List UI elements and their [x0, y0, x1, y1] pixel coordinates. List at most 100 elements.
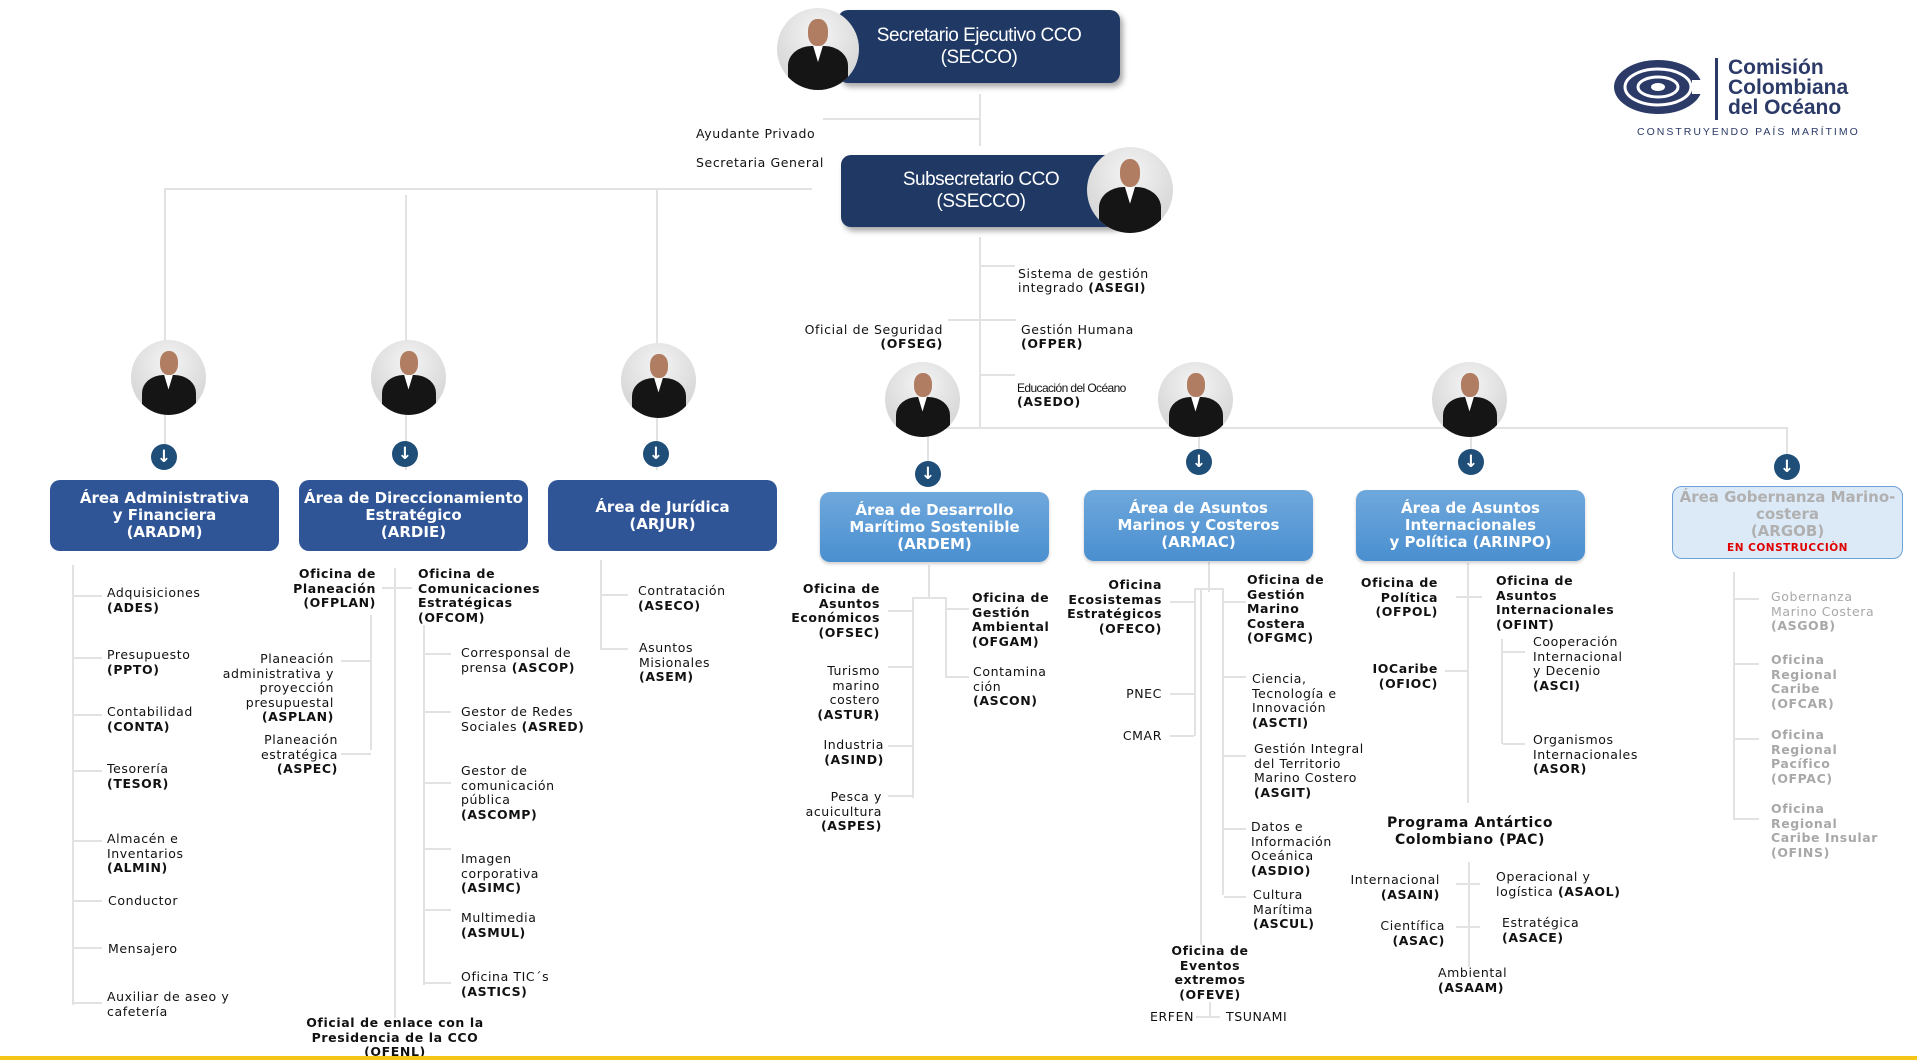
ofioc-code: (OFIOC) [1378, 675, 1438, 691]
office-ofeve[interactable]: Oficina de Eventos extremos (OFEVE) [1171, 943, 1249, 1002]
area-ardem[interactable]: Área de Desarrollo Marítimo Sostenible (… [820, 492, 1049, 562]
office-ofseg[interactable]: Oficial de Seguridad(OFSEG) [790, 308, 943, 352]
arinpo-arrow-down-icon[interactable]: ↓ [1458, 449, 1484, 475]
list-item[interactable]: Oficina Regional Caribe Insular (OFINS) [1771, 801, 1879, 860]
list-item[interactable]: ERFEN [1150, 1009, 1195, 1024]
office-asegi[interactable]: Sistema de gestión integrado (ASEGI) [1018, 252, 1149, 296]
item-code: (ALMIN) [107, 860, 168, 875]
ardie-arrow-down-icon[interactable]: ↓ [392, 441, 418, 467]
list-item[interactable]: Conductor [108, 893, 179, 909]
item-label: Oficina TIC´s [461, 969, 550, 984]
item-label: Planeación administrativa y proyección p… [222, 651, 334, 710]
list-item[interactable]: Pesca y acuicultura(ASPES) [790, 789, 882, 834]
office-ofsec[interactable]: Oficina de Asuntos Económicos (OFSEC) [791, 581, 880, 640]
office-ofgmc[interactable]: Oficina de Gestión Marino Costera (OFGMC… [1247, 572, 1325, 645]
item-label: Contratación [638, 583, 726, 598]
list-item[interactable]: Multimedia(ASMUL) [461, 910, 537, 940]
list-item[interactable]: TSUNAMI [1226, 1009, 1288, 1024]
aides-label: Ayudante Privado Secretaria General [696, 112, 824, 170]
list-item[interactable]: Auxiliar de aseo y cafetería [107, 989, 229, 1019]
list-item[interactable]: Adquisiciones(ADES) [107, 585, 201, 615]
item-code: (CONTA) [107, 718, 171, 734]
armac-arrow-down-icon[interactable]: ↓ [1186, 449, 1212, 475]
list-item[interactable]: Internacional(ASAIN) [1350, 872, 1440, 902]
ardie-head-portrait [371, 340, 446, 415]
office-ofint[interactable]: Oficina de Asuntos Internacionales (OFIN… [1496, 573, 1615, 632]
list-item[interactable]: Oficina Regional Pacífico (OFPAC) [1771, 727, 1838, 786]
list-item[interactable]: Industria(ASIND) [800, 737, 884, 767]
list-item[interactable]: Ambiental(ASAAM) [1438, 965, 1507, 995]
list-item[interactable]: Almacén e Inventarios(ALMIN) [107, 831, 184, 876]
argob-title: Área Gobernanza Marino- costera (ARGOB) [1679, 487, 1896, 540]
list-item[interactable]: Imagen corporativa(ASIMC) [461, 851, 540, 896]
item-code: (ASDIO) [1251, 862, 1311, 878]
program-pac[interactable]: Programa Antártico Colombiano (PAC) [1386, 815, 1554, 848]
list-item[interactable]: Oficina Regional Caribe (OFCAR) [1771, 652, 1838, 711]
list-item[interactable]: Contabilidad(CONTA) [107, 704, 193, 734]
logo-line-1: Comisión [1728, 56, 1824, 79]
list-item[interactable]: Contratación(ASECO) [638, 583, 726, 613]
office-ofgam[interactable]: Oficina de Gestión Ambiental (OFGAM) [972, 590, 1050, 649]
area-arinpo[interactable]: Área de Asuntos Internacionales y Políti… [1356, 490, 1585, 561]
list-item[interactable]: Gestor de comunicación pública(ASCOMP) [461, 763, 555, 822]
asegi-label: Sistema de gestión integrado [1018, 265, 1149, 295]
area-aradm[interactable]: Área Administrativa y Financiera (ARADM) [50, 480, 279, 551]
office-ofenl[interactable]: Oficial de enlace con la Presidencia de … [306, 1015, 484, 1059]
area-argob[interactable]: Área Gobernanza Marino- costera (ARGOB) … [1672, 486, 1903, 559]
item-code: (ASAC) [1392, 932, 1445, 948]
list-item[interactable]: Turismo marino costero(ASTUR) [800, 663, 880, 722]
item-label: Conductor [108, 893, 179, 908]
office-ofpol[interactable]: Oficina de Política (OFPOL) [1360, 575, 1438, 619]
item-code: (ASCON) [973, 693, 1038, 708]
list-item[interactable]: Asuntos Misionales(ASEM) [639, 640, 710, 685]
office-ofplan[interactable]: Oficina de Planeación (OFPLAN) [293, 566, 376, 610]
list-item[interactable]: Datos e Información Oceánica(ASDIO) [1251, 819, 1332, 878]
list-item[interactable]: Contamina ción(ASCON) [973, 664, 1047, 709]
area-armac[interactable]: Área de Asuntos Marinos y Costeros (ARMA… [1084, 490, 1313, 561]
subsecretary-box[interactable]: Subsecretario CCO (SSECCO) [841, 155, 1121, 227]
list-item[interactable]: Oficina TIC´s(ASTICS) [461, 969, 550, 999]
arinpo-head-portrait [1432, 362, 1507, 437]
list-item[interactable]: Planeación estratégica(ASPEC) [240, 732, 338, 777]
arjur-arrow-down-icon[interactable]: ↓ [643, 441, 669, 467]
list-item[interactable]: Presupuesto(PPTO) [107, 647, 191, 677]
item-code: (ASECO) [638, 597, 701, 613]
ardem-arrow-down-icon[interactable]: ↓ [915, 461, 941, 487]
list-item[interactable]: PNEC [1126, 686, 1162, 701]
list-item[interactable]: Gobernanza Marino Costera(ASGOB) [1771, 589, 1874, 634]
list-item[interactable]: Planeación administrativa y proyección p… [214, 651, 334, 725]
item-code: (ASOR) [1533, 761, 1587, 776]
item-label: Datos e Información Oceánica [1251, 819, 1332, 863]
argob-arrow-down-icon[interactable]: ↓ [1774, 454, 1800, 480]
list-item[interactable]: Científica(ASAC) [1365, 918, 1445, 948]
list-item[interactable]: CMAR [1122, 728, 1162, 743]
secretary-box[interactable]: Secretario Ejecutivo CCO (SECCO) [838, 10, 1120, 83]
item-label: Adquisiciones [107, 585, 201, 600]
item-code: (ASIMC) [461, 880, 522, 895]
ofper-label: Gestión Humana [1021, 321, 1134, 337]
list-item[interactable]: Gestión Integral del Territorio Marino C… [1254, 741, 1364, 800]
office-ofioc[interactable]: IOCaribe(OFIOC) [1340, 661, 1438, 691]
list-item[interactable]: Estratégica(ASACE) [1502, 915, 1579, 945]
list-item[interactable]: Ciencia, Tecnología e Innovación(ASCTI) [1252, 671, 1337, 730]
item-code: (ASAOL) [1557, 883, 1621, 899]
office-ofper[interactable]: Gestión Humana(OFPER) [1021, 308, 1134, 352]
asedo-code: (ASEDO) [1017, 394, 1081, 409]
list-item[interactable]: Cooperación Internacional y Decenio(ASCI… [1533, 634, 1623, 693]
list-item[interactable]: Tesorería(TESOR) [107, 761, 169, 791]
office-ofeco[interactable]: Oficina Ecosistemas Estratégicos (OFECO) [1067, 577, 1162, 636]
area-ardie[interactable]: Área de Direccionamiento Estratégico (AR… [299, 480, 528, 551]
item-code: (PPTO) [107, 661, 160, 677]
list-item[interactable]: Gestor de Redes Sociales (ASRED) [461, 704, 585, 734]
list-item[interactable]: Mensajero [108, 941, 178, 957]
list-item[interactable]: Corresponsal de prensa (ASCOP) [461, 645, 575, 675]
list-item[interactable]: Organismos Internacionales(ASOR) [1533, 732, 1638, 777]
item-label: Gestión Integral del Territorio Marino C… [1254, 741, 1364, 785]
office-ofcom[interactable]: Oficina de Comunicaciones Estratégicas (… [418, 566, 541, 625]
item-label: Imagen corporativa [461, 851, 540, 881]
aradm-arrow-down-icon[interactable]: ↓ [151, 444, 177, 470]
area-arjur[interactable]: Área de Jurídica (ARJUR) [548, 480, 777, 551]
list-item[interactable]: Cultura Marítima(ASCUL) [1253, 887, 1315, 932]
list-item[interactable]: Operacional y logística (ASAOL) [1496, 869, 1621, 899]
office-asedo[interactable]: Educación del Océano(ASEDO) [1017, 366, 1126, 410]
